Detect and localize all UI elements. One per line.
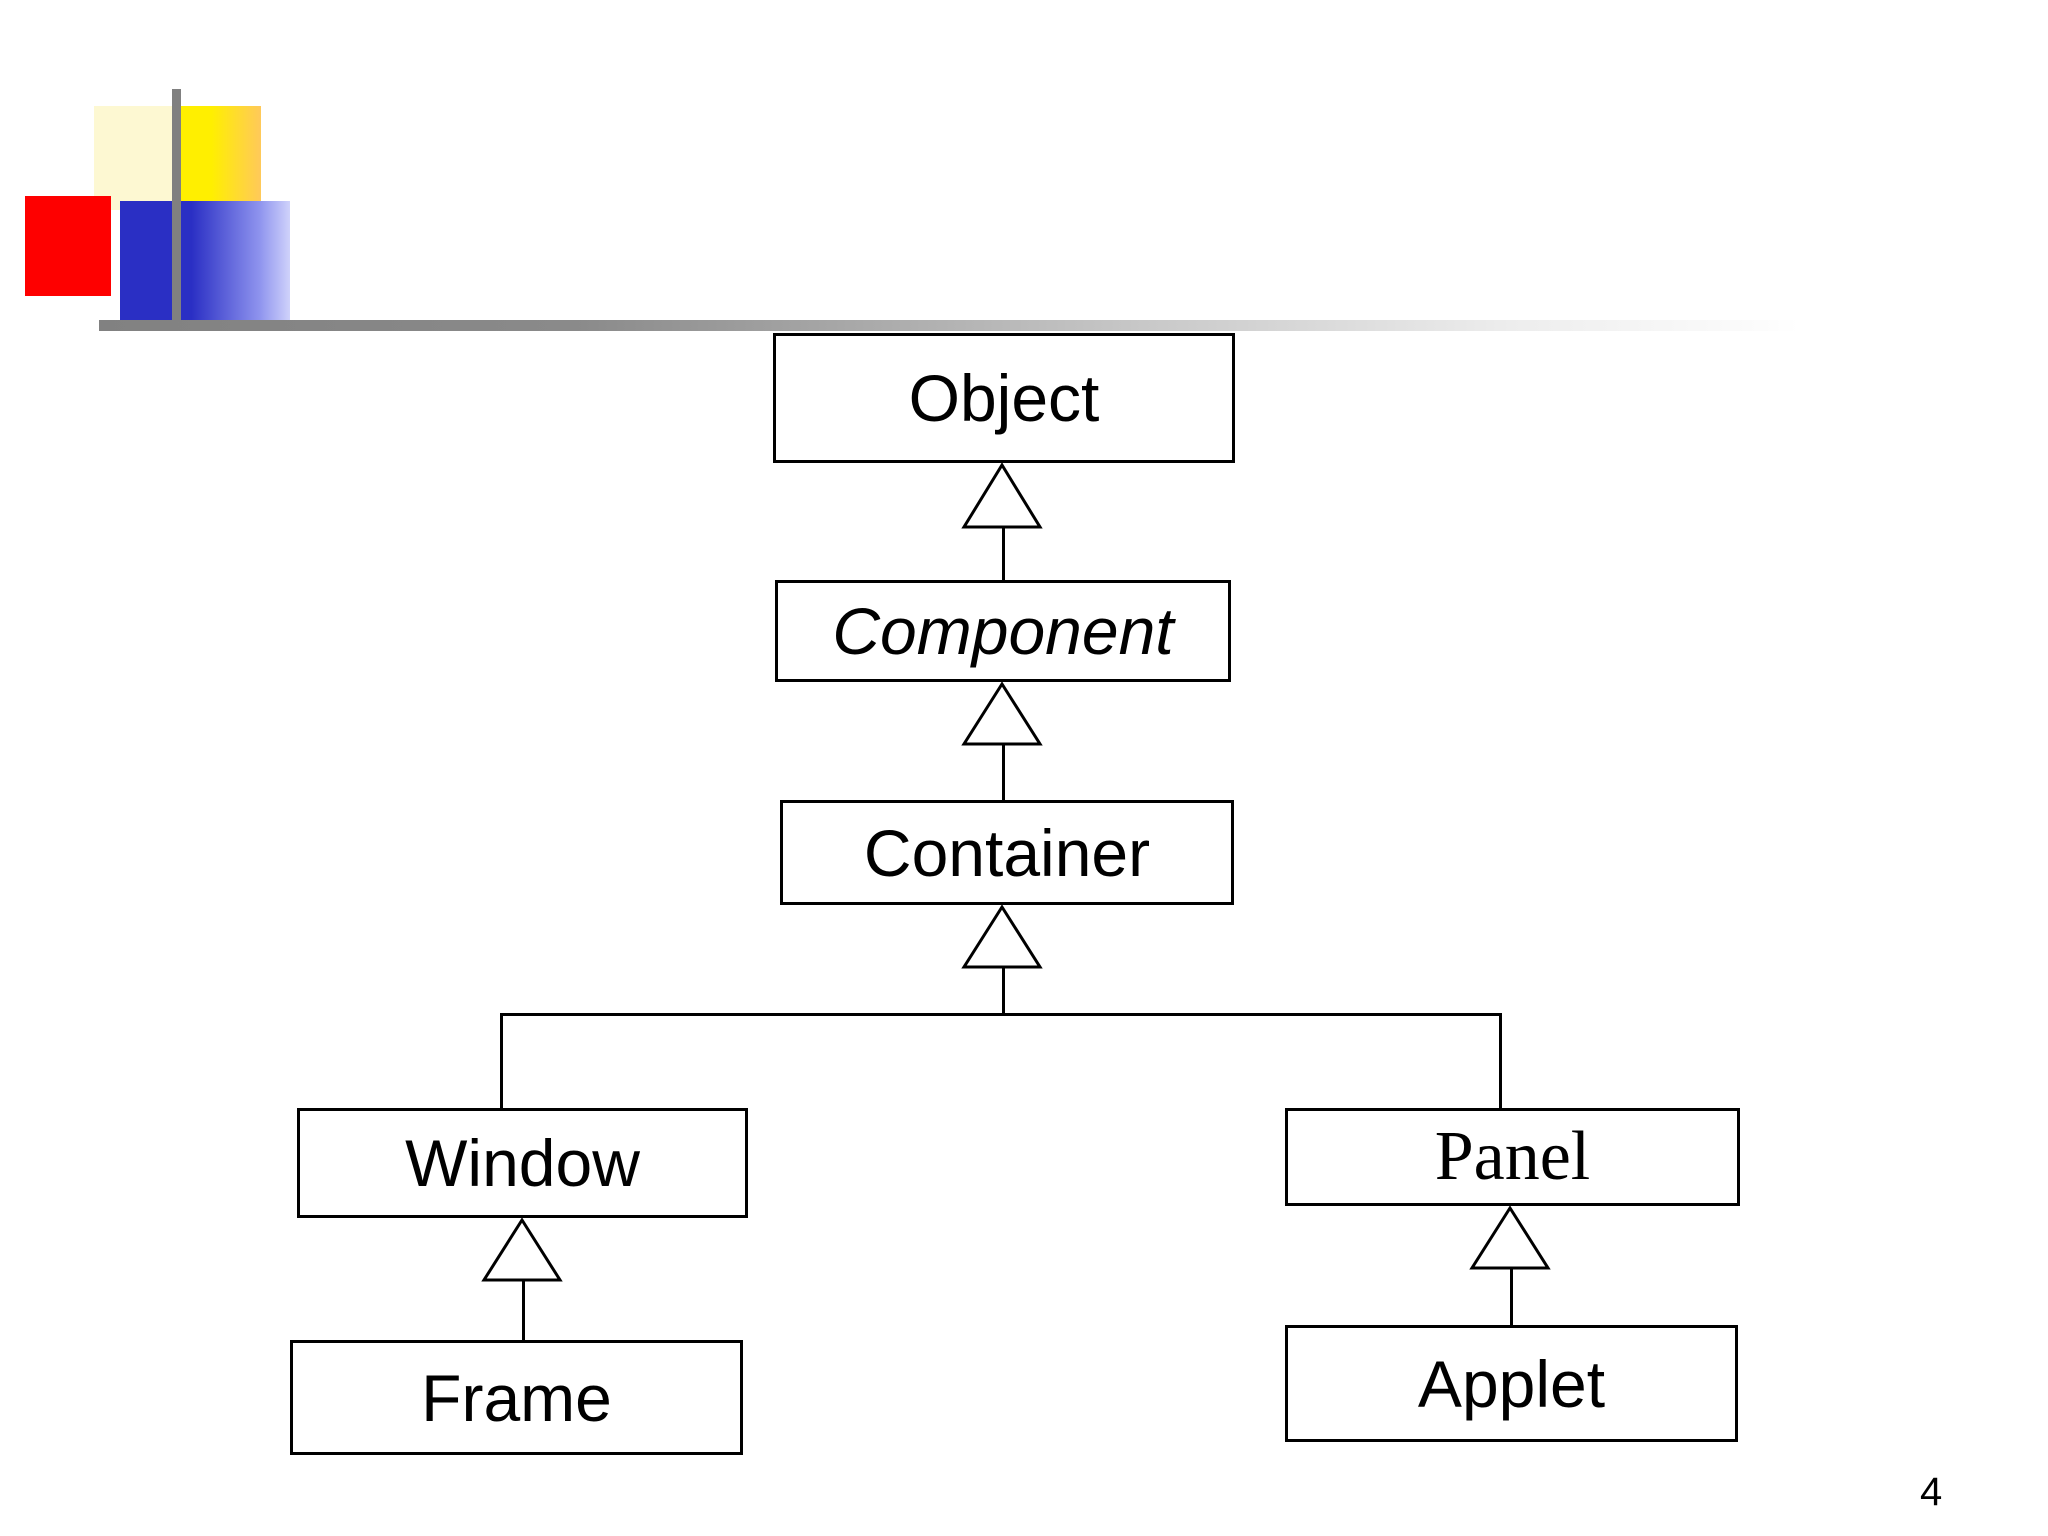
logo-square-red xyxy=(25,196,111,296)
logo-square-cream xyxy=(94,106,181,210)
generalization-arrow-frame-to-window xyxy=(481,1217,563,1282)
page-number: 4 xyxy=(1920,1470,1943,1514)
logo-square-blue xyxy=(120,201,290,321)
class-label-frame: Frame xyxy=(421,1360,612,1435)
class-label-component: Component xyxy=(832,594,1174,668)
class-box-container[interactable]: Container xyxy=(780,800,1234,905)
edge-drop-to-window xyxy=(500,1013,503,1110)
class-box-object[interactable]: Object xyxy=(773,333,1235,463)
class-box-applet[interactable]: Applet xyxy=(1285,1325,1738,1442)
class-label-container: Container xyxy=(863,815,1151,890)
edge-container-split-bar xyxy=(500,1013,1502,1016)
edge-component-to-object-stem xyxy=(1002,528,1005,582)
class-box-window[interactable]: Window xyxy=(297,1108,748,1218)
class-label-window: Window xyxy=(405,1126,640,1200)
generalization-arrow-subclasses-to-container xyxy=(961,904,1043,969)
logo-vertical-rule xyxy=(172,89,181,331)
edge-drop-to-panel xyxy=(1499,1013,1502,1110)
edge-applet-to-panel-stem xyxy=(1510,1268,1513,1328)
generalization-arrow-container-to-component xyxy=(961,681,1043,746)
generalization-arrow-applet-to-panel xyxy=(1469,1205,1551,1270)
class-box-component[interactable]: Component xyxy=(775,580,1231,682)
generalization-arrow-component-to-object xyxy=(961,462,1043,529)
class-box-panel[interactable]: Panel xyxy=(1285,1108,1740,1206)
class-label-panel: Panel xyxy=(1434,1118,1591,1195)
edge-container-to-component-stem xyxy=(1002,745,1005,803)
edge-frame-to-window-stem xyxy=(522,1280,525,1342)
class-label-applet: Applet xyxy=(1417,1346,1606,1421)
class-box-frame[interactable]: Frame xyxy=(290,1340,743,1455)
header-horizontal-rule xyxy=(99,320,1799,331)
class-label-object: Object xyxy=(908,361,1100,435)
logo-square-yellow xyxy=(181,106,261,210)
edge-container-split-stem xyxy=(1002,967,1005,1015)
